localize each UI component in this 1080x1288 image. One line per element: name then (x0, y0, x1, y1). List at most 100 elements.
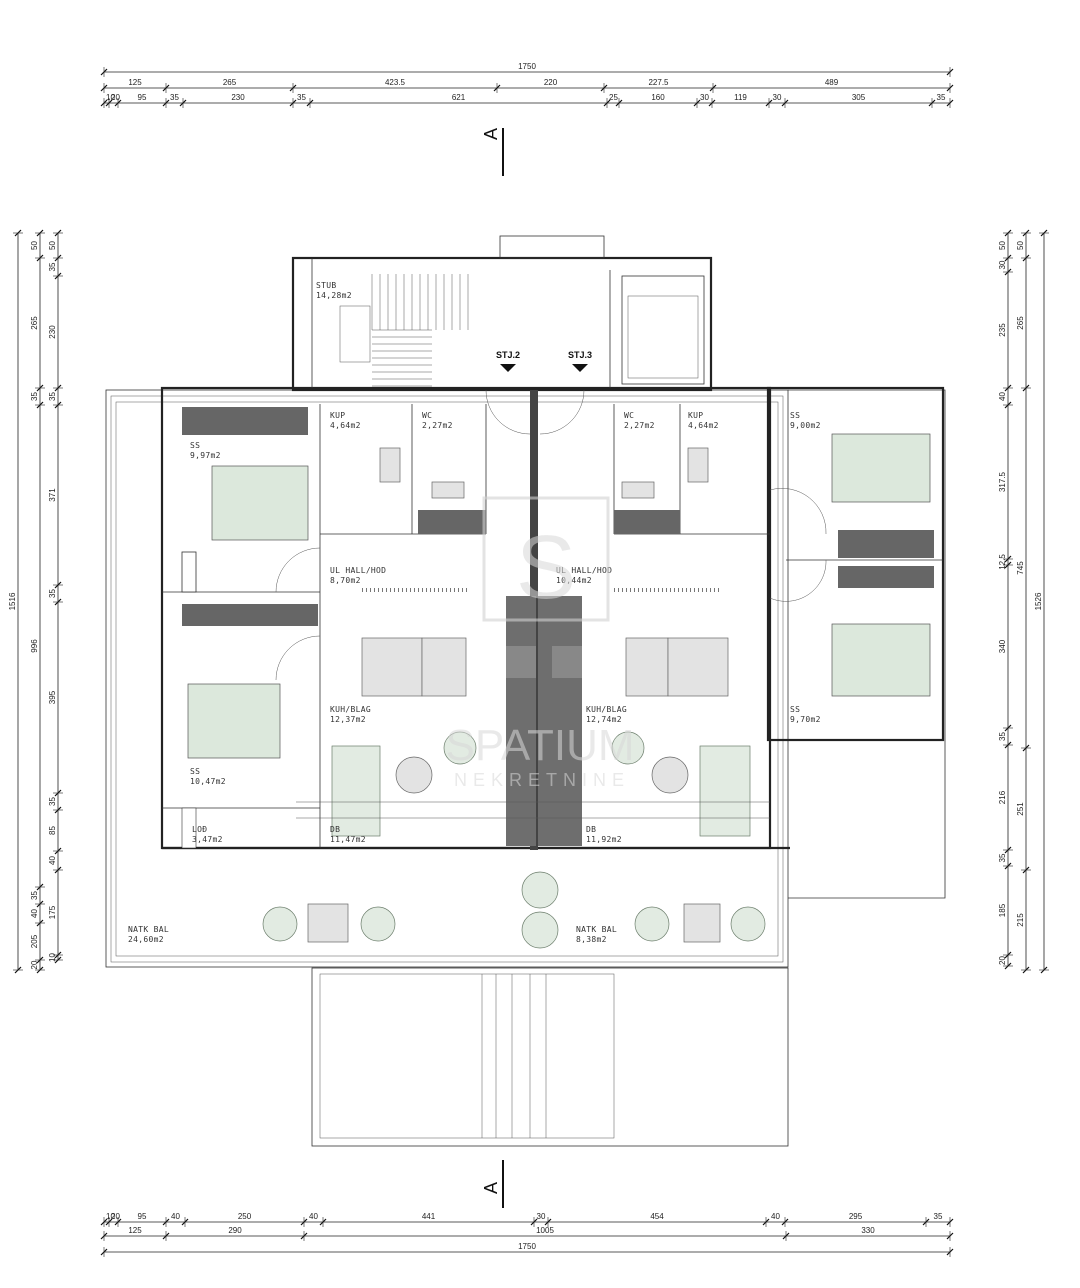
room-db-r-name: DB (586, 825, 596, 834)
stair-markers: STJ.2 STJ.3 (496, 350, 592, 372)
dim-label: 10 (48, 953, 57, 962)
dim-label: 10 (106, 93, 115, 102)
dim-label: 95 (138, 1212, 147, 1221)
dim-label: 40 (309, 1212, 318, 1221)
dim-label: 10 (106, 1212, 115, 1221)
dim-label: 371 (48, 488, 57, 502)
dim-label: 40 (48, 856, 57, 865)
room-bal-r-name: NATK BAL (576, 925, 617, 934)
room-db-l-name: DB (330, 825, 340, 834)
dim-label: 35 (934, 1212, 943, 1221)
watermark: S SPATIUM NEKRETNINE (445, 496, 635, 790)
dim-label: 35 (297, 93, 306, 102)
room-wc-r-name: WC (624, 411, 634, 420)
dim-label: 85 (48, 826, 57, 835)
room-bal-l-name: NATK BAL (128, 925, 169, 934)
dim-label: 50 (998, 241, 1007, 250)
room-ss-l2-name: SS (190, 767, 200, 776)
beds (187, 433, 931, 759)
room-ss-r1-name: SS (790, 411, 800, 420)
dim-label: 12.5 (998, 554, 1007, 570)
room-bal-r-area: 8,38m2 (576, 935, 607, 944)
dim-label: 230 (231, 93, 245, 102)
dim-label: 40 (30, 909, 39, 918)
room-kuh-r-name: KUH/BLAG (586, 705, 627, 714)
dim-label: 215 (1016, 913, 1025, 927)
dim-label: 30 (773, 93, 782, 102)
dim-label: 50 (30, 241, 39, 250)
dim-label: 95 (138, 93, 147, 102)
dim-label: 30 (998, 260, 1007, 269)
dim-top-1: 1750 (100, 62, 954, 77)
stair-label-2: STJ.2 (496, 350, 520, 360)
dim-label: 119 (734, 93, 747, 102)
dim-label: 20 (111, 93, 120, 102)
dim-label: 125 (128, 78, 142, 87)
dim-label: 423.5 (385, 78, 406, 87)
dim-label: 40 (998, 392, 1007, 401)
dim-label: 50 (48, 241, 57, 250)
dim-label: 35 (937, 93, 946, 102)
dim-label: 441 (422, 1212, 436, 1221)
room-wc-l-name: WC (422, 411, 432, 420)
dim-label: 1750 (518, 62, 536, 71)
dim-label: 35 (48, 262, 57, 271)
dim-label: 1516 (8, 592, 17, 610)
dim-label: 40 (771, 1212, 780, 1221)
room-hall-l-name: UL HALL/HOD (330, 566, 386, 575)
watermark-logo: S (516, 518, 576, 618)
building-walls (160, 235, 945, 850)
dim-label: 1750 (518, 1242, 536, 1251)
dim-label: 395 (48, 690, 57, 704)
dim-label: 35 (48, 589, 57, 598)
dim-label: 30 (700, 93, 709, 102)
dim-label: 489 (825, 78, 839, 87)
dim-label: 216 (998, 790, 1007, 804)
dim-label: 175 (48, 905, 57, 919)
furniture (262, 447, 770, 949)
room-ss-l2-area: 10,47m2 (190, 777, 226, 786)
dim-right-3: 1526 (1034, 229, 1049, 974)
dim-label: 340 (998, 639, 1007, 653)
room-hall-r-name: UL HALL/HOD (556, 566, 612, 575)
dim-label: 235 (998, 323, 1007, 337)
room-lod-name: LOĐ (192, 825, 207, 834)
room-hall-l-area: 8,70m2 (330, 576, 361, 585)
dim-label: 621 (452, 93, 466, 102)
dim-left-1: 1516 (8, 229, 23, 974)
dim-label: 227.5 (648, 78, 669, 87)
dim-label: 295 (849, 1212, 863, 1221)
dim-label: 35 (30, 392, 39, 401)
room-db-l-area: 11,47m2 (330, 835, 366, 844)
dim-label: 40 (171, 1212, 180, 1221)
dim-label: 185 (998, 903, 1007, 917)
dim-label: 35 (170, 93, 179, 102)
section-label-bottom: A (481, 1182, 501, 1194)
room-ss-l1-area: 9,97m2 (190, 451, 221, 460)
section-label-top: A (481, 128, 501, 140)
dim-label: 25 (609, 93, 618, 102)
room-db-r-area: 11,92m2 (586, 835, 622, 844)
room-hall-r-area: 10,44m2 (556, 576, 592, 585)
dim-label: 20 (998, 956, 1007, 965)
room-ss-r2-name: SS (790, 705, 800, 714)
dim-label: 35 (998, 732, 1007, 741)
dim-label: 125 (128, 1226, 142, 1235)
dim-label: 230 (48, 325, 57, 339)
stair-label-3: STJ.3 (568, 350, 592, 360)
dim-label: 317.5 (998, 471, 1007, 492)
dim-label: 160 (651, 93, 665, 102)
dim-label: 1526 (1034, 592, 1043, 610)
dim-label: 30 (537, 1212, 546, 1221)
room-labels: STUB 14,28m2 KUP 4,64m2 WC 2,27m2 WC 2,2… (128, 281, 820, 944)
watermark-sub: NEKRETNINE (454, 770, 630, 790)
dim-label: 251 (1016, 802, 1025, 816)
dim-label: 250 (238, 1212, 252, 1221)
staircase (339, 274, 469, 387)
